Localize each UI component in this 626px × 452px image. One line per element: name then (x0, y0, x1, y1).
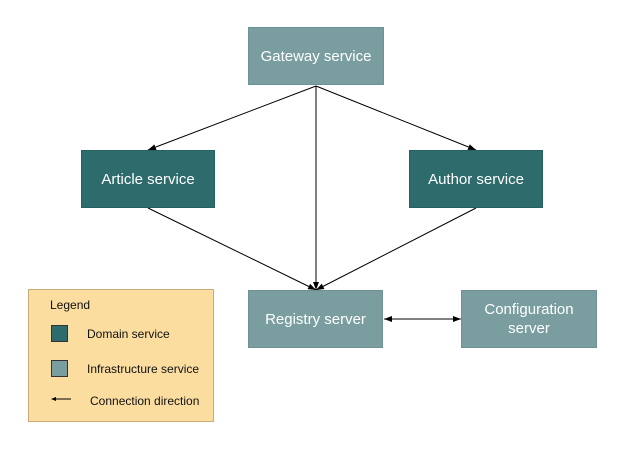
author-service-node[interactable]: Author service (409, 150, 543, 208)
arrow-left-icon (51, 397, 71, 401)
configuration-server-label: Configuration server (484, 301, 574, 337)
edge-gateway-to-author (315, 85, 477, 151)
registry-server-label: Registry server (265, 310, 366, 328)
gateway-service-label: Gateway service (260, 47, 372, 65)
article-service-label: Article service (101, 170, 195, 188)
gateway-service-node[interactable]: Gateway service (248, 27, 384, 85)
legend-box: Legend Domain service Infrastructure ser… (28, 289, 214, 422)
edge-author-to-registry (315, 207, 477, 291)
legend-title: Legend (50, 298, 91, 312)
author-service-label: Author service (428, 170, 524, 188)
edge-article-to-registry (147, 207, 317, 291)
edge-gateway-to-article (147, 85, 317, 151)
infrastructure-service-swatch (51, 360, 68, 377)
legend-domain-label: Domain service (87, 327, 170, 341)
registry-server-node[interactable]: Registry server (248, 290, 383, 348)
legend-infra-label: Infrastructure service (87, 362, 200, 376)
legend-connection-label: Connection direction (90, 394, 200, 408)
article-service-node[interactable]: Article service (81, 150, 215, 208)
configuration-server-node[interactable]: Configuration server (461, 290, 597, 348)
domain-service-swatch (51, 325, 68, 342)
